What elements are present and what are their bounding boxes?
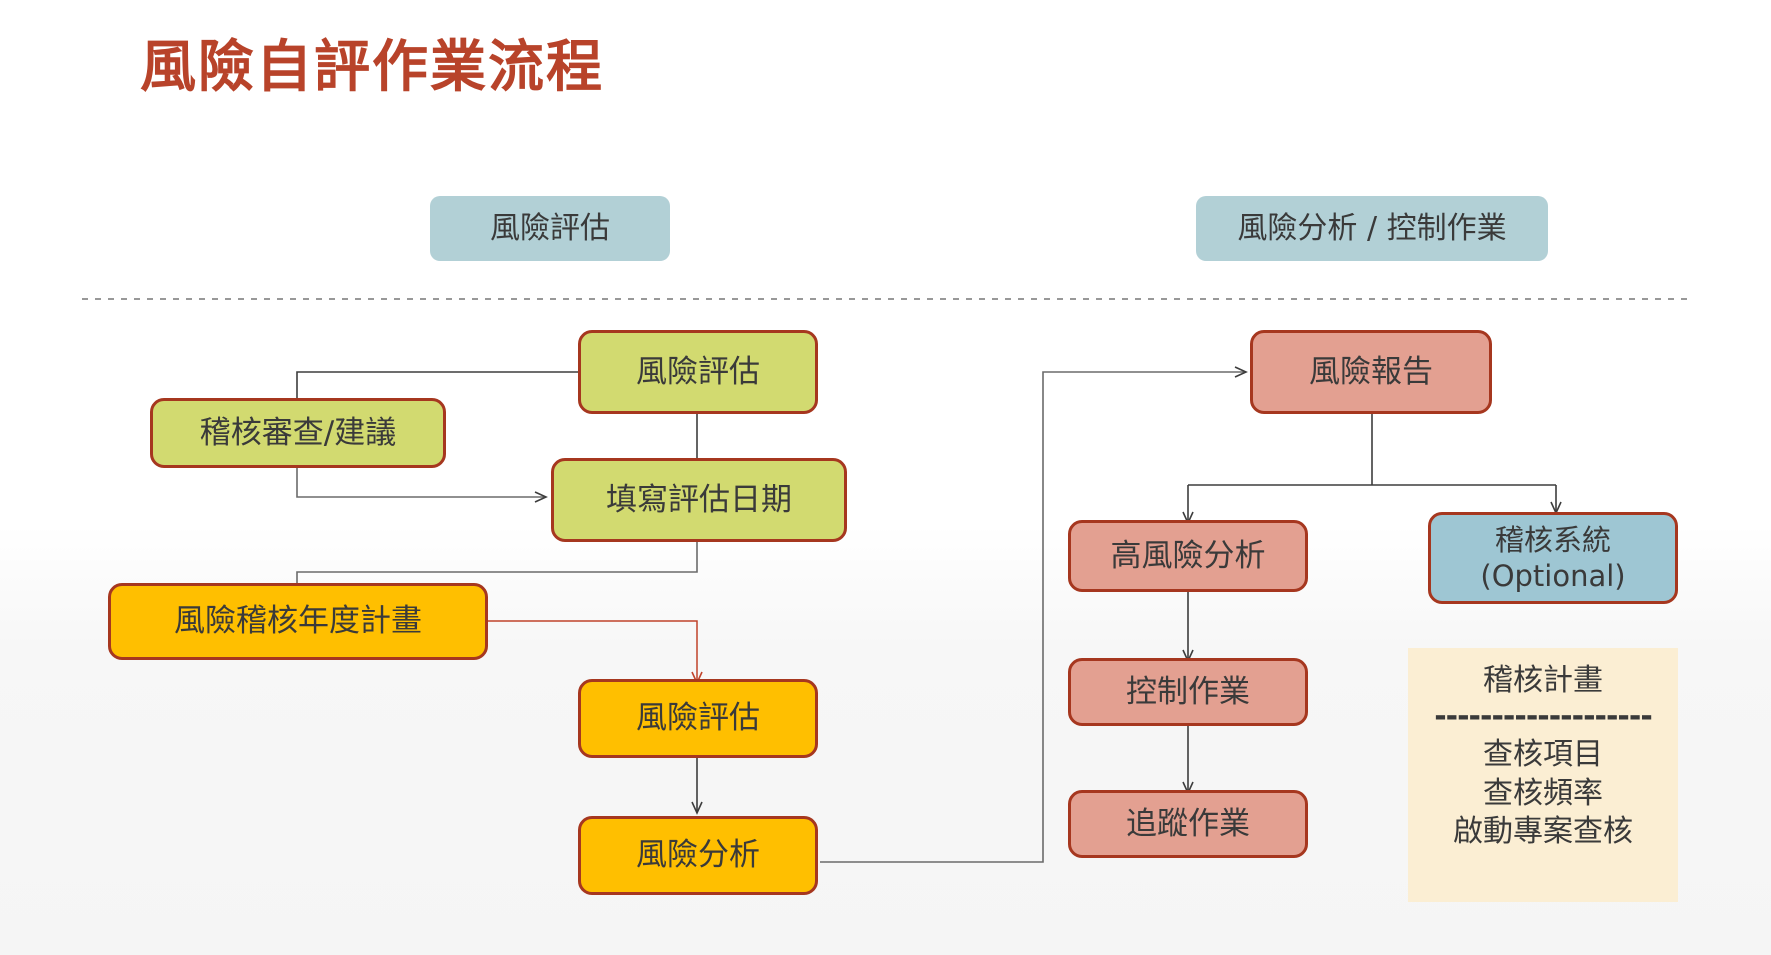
node-high-risk-analysis-label: 高風險分析 bbox=[1110, 537, 1266, 574]
node-audit-system-optional[interactable]: 稽核系統 (Optional) bbox=[1428, 512, 1678, 604]
node-control-operation[interactable]: 控制作業 bbox=[1068, 658, 1308, 726]
node-follow-up-operation-label: 追蹤作業 bbox=[1126, 805, 1250, 842]
node-high-risk-analysis[interactable]: 高風險分析 bbox=[1068, 520, 1308, 592]
node-risk-audit-annual-plan[interactable]: 風險稽核年度計畫 bbox=[108, 583, 488, 660]
audit-plan-note: 稽核計畫 ------------------- 查核項目 查核頻率 啟動專案查… bbox=[1408, 648, 1678, 902]
audit-plan-note-title: 稽核計畫 bbox=[1483, 663, 1603, 698]
audit-plan-note-item-2: 查核頻率 bbox=[1483, 775, 1603, 811]
node-audit-system-label-line1: 稽核系統 bbox=[1494, 522, 1611, 557]
node-risk-assessment-top[interactable]: 風險評估 bbox=[578, 330, 818, 414]
node-risk-assessment-second-label: 風險評估 bbox=[636, 700, 760, 737]
audit-plan-note-item-3: 啟動專案查核 bbox=[1453, 814, 1633, 850]
header-risk-assessment-label: 風險評估 bbox=[490, 210, 610, 246]
node-follow-up-operation[interactable]: 追蹤作業 bbox=[1068, 790, 1308, 858]
node-control-operation-label: 控制作業 bbox=[1126, 673, 1250, 710]
node-risk-analysis[interactable]: 風險分析 bbox=[578, 816, 818, 895]
audit-plan-note-rule: ------------------- bbox=[1434, 699, 1653, 735]
node-audit-review-suggestion[interactable]: 稽核審查/建議 bbox=[150, 398, 446, 468]
node-risk-report[interactable]: 風險報告 bbox=[1250, 330, 1492, 414]
page-title: 風險自評作業流程 bbox=[140, 35, 604, 100]
header-risk-analysis-control: 風險分析 / 控制作業 bbox=[1196, 196, 1548, 261]
node-risk-assessment-second[interactable]: 風險評估 bbox=[578, 679, 818, 758]
node-risk-audit-annual-plan-label: 風險稽核年度計畫 bbox=[174, 603, 422, 640]
node-risk-assessment-top-label: 風險評估 bbox=[636, 353, 760, 390]
node-risk-report-label: 風險報告 bbox=[1309, 353, 1433, 390]
node-audit-review-suggestion-label: 稽核審查/建議 bbox=[199, 414, 397, 451]
node-audit-system-label-line2: (Optional) bbox=[1480, 559, 1626, 593]
audit-plan-note-item-1: 查核項目 bbox=[1483, 737, 1603, 773]
node-fill-assessment-date[interactable]: 填寫評估日期 bbox=[551, 458, 847, 542]
header-risk-analysis-control-label: 風險分析 / 控制作業 bbox=[1237, 210, 1507, 246]
node-risk-analysis-label: 風險分析 bbox=[636, 837, 760, 874]
node-fill-assessment-date-label: 填寫評估日期 bbox=[606, 481, 792, 518]
header-risk-assessment: 風險評估 bbox=[430, 196, 670, 261]
